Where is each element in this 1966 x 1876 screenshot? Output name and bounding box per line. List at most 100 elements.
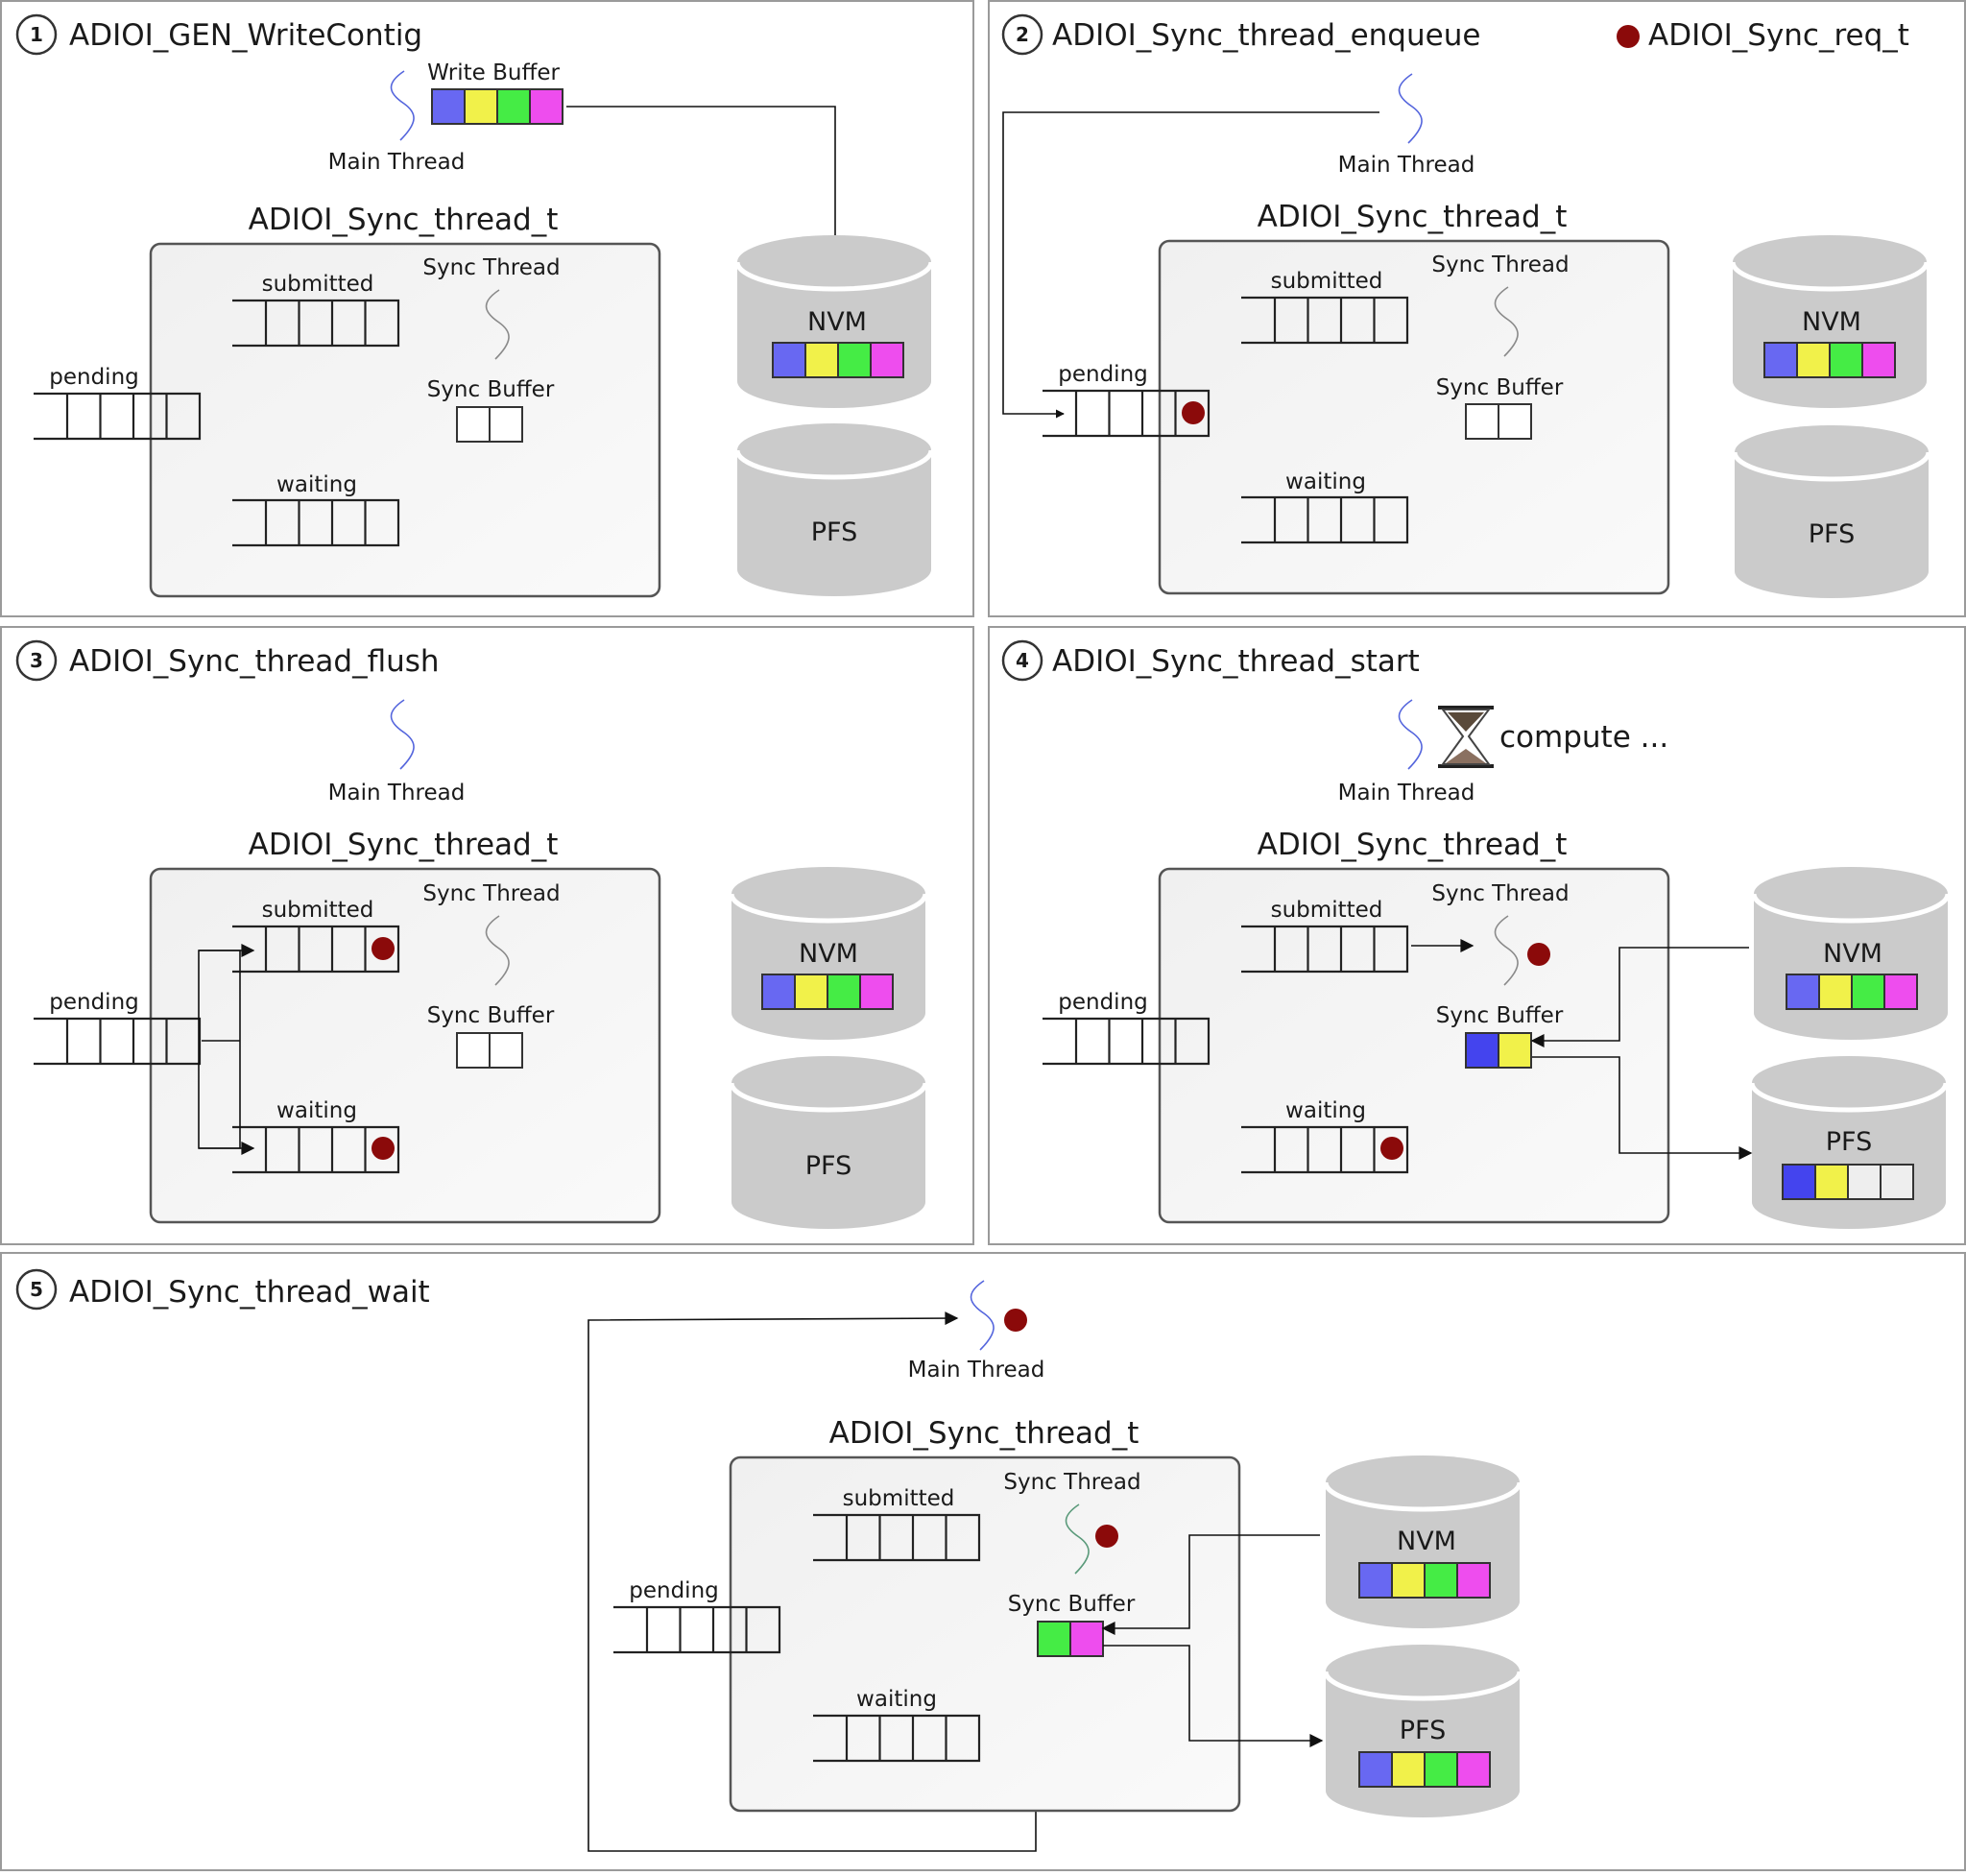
struct-title: ADIOI_Sync_thread_t	[1258, 200, 1568, 234]
main-thread-icon	[390, 70, 415, 141]
queue-outline	[813, 1513, 981, 1562]
cylinder-rim	[1323, 1671, 1522, 1701]
submitted-queue	[813, 1513, 981, 1562]
request-dot	[372, 937, 395, 960]
waiting-queue	[1241, 495, 1409, 544]
pending-queue	[1043, 1017, 1211, 1066]
sync-buffer-label: Sync Buffer	[1008, 1592, 1136, 1617]
buffer-block	[1782, 1164, 1816, 1200]
panel-4: 4 ADIOI_Sync_thread_start compute ... Ma…	[988, 626, 1966, 1245]
step-number-badge: 3	[15, 639, 58, 682]
nvm-label: NVM	[1823, 939, 1882, 969]
cylinder-body	[1735, 452, 1929, 598]
buffer-block	[1358, 1751, 1393, 1788]
buffer-block	[489, 1032, 523, 1069]
cylinder-rim	[1749, 1082, 1949, 1113]
buffer-block	[1818, 974, 1853, 1010]
sync-thread-struct-box	[1158, 867, 1670, 1224]
nvm-label: NVM	[1397, 1527, 1456, 1556]
panel-1: 1 ADIOI_GEN_WriteContig Main Thread Writ…	[0, 0, 974, 617]
buffer-block	[1456, 1751, 1491, 1788]
queue-outline	[1241, 1125, 1409, 1174]
queue-outline	[613, 1605, 781, 1654]
waiting-queue	[232, 1125, 400, 1174]
main-thread-label: Main Thread	[908, 1358, 1045, 1383]
main-thread-label: Main Thread	[328, 150, 466, 175]
cylinder-top	[731, 1056, 925, 1110]
buffer-block	[529, 88, 563, 125]
hourglass-icon	[1438, 706, 1494, 768]
write-buffer-label: Write Buffer	[427, 60, 560, 85]
nvm-label: NVM	[1802, 307, 1861, 337]
pfs-label: PFS	[1826, 1127, 1872, 1157]
buffer-block	[489, 406, 523, 443]
connector-arrow	[1101, 1534, 1320, 1635]
main-thread-label: Main Thread	[1338, 781, 1475, 806]
queue-outline	[232, 1125, 400, 1174]
sync-buffer-label: Sync Buffer	[1436, 375, 1564, 400]
panel-title: ADIOI_GEN_WriteContig	[69, 18, 422, 53]
svg-text:4: 4	[1016, 649, 1029, 672]
pfs-data-blocks	[1782, 1164, 1914, 1200]
sync-buffer	[1037, 1621, 1104, 1657]
request-dot	[1380, 1137, 1403, 1160]
pfs-data-blocks	[1358, 1751, 1491, 1788]
struct-title: ADIOI_Sync_thread_t	[249, 203, 559, 237]
buffer-block	[859, 974, 894, 1010]
sync-thread-label: Sync Thread	[422, 255, 560, 280]
nvm-data-blocks	[761, 974, 894, 1010]
cylinder-top	[1326, 1645, 1520, 1698]
buffer-block	[1069, 1621, 1104, 1657]
main-thread-label: Main Thread	[1338, 153, 1475, 178]
buffer-block	[1786, 974, 1820, 1010]
submitted-queue	[1241, 296, 1409, 345]
pending-queue	[34, 392, 202, 441]
waiting-queue	[813, 1714, 981, 1763]
submitted-label: submitted	[843, 1486, 955, 1511]
buffer-block	[1763, 342, 1798, 378]
cylinder-rim	[1730, 261, 1930, 292]
pending-label: pending	[49, 990, 139, 1015]
sync-thread-label: Sync Thread	[422, 881, 560, 906]
submitted-queue	[1241, 925, 1409, 974]
cylinder-top	[1735, 425, 1929, 479]
sync-buffer-label: Sync Buffer	[427, 1003, 555, 1028]
step-number-badge: 1	[15, 13, 58, 56]
nvm-data-blocks	[1763, 342, 1896, 378]
sync-thread-label: Sync Thread	[1431, 881, 1569, 906]
request-dot	[1095, 1525, 1118, 1548]
buffer-block	[794, 974, 828, 1010]
buffer-block	[1829, 342, 1863, 378]
buffer-block	[1851, 974, 1885, 1010]
cylinder-top	[731, 867, 925, 921]
sync-thread-icon	[485, 915, 510, 986]
sync-thread-struct-box	[149, 242, 661, 598]
main-thread-icon	[970, 1280, 995, 1351]
sync-buffer	[456, 1032, 523, 1069]
buffer-block	[837, 342, 872, 378]
buffer-block	[1037, 1621, 1071, 1657]
queue-outline	[1241, 296, 1409, 345]
sync-thread-icon	[1494, 915, 1519, 986]
buffer-block	[1796, 342, 1831, 378]
waiting-label: waiting	[1285, 469, 1366, 494]
nvm-data-blocks	[1358, 1562, 1491, 1599]
sync-thread-struct-box	[729, 1455, 1241, 1813]
waiting-label: waiting	[1285, 1098, 1366, 1123]
submitted-queue	[232, 299, 400, 348]
buffer-block	[1883, 974, 1918, 1010]
panel-title: ADIOI_Sync_thread_wait	[69, 1275, 430, 1310]
main-thread-icon	[1398, 73, 1423, 144]
sync-thread-struct-box	[1158, 239, 1670, 595]
struct-title: ADIOI_Sync_thread_t	[249, 828, 559, 862]
sync-thread-label: Sync Thread	[1003, 1470, 1140, 1495]
step-number-badge: 4	[1001, 639, 1043, 682]
pending-queue	[1043, 389, 1211, 438]
waiting-label: waiting	[856, 1687, 937, 1712]
submitted-label: submitted	[262, 272, 374, 297]
queue-outline	[34, 1017, 202, 1066]
buffer-block	[761, 974, 796, 1010]
panel-5: 5 ADIOI_Sync_thread_wait Main Thread ADI…	[0, 1252, 1966, 1871]
svg-text:1: 1	[30, 23, 43, 46]
